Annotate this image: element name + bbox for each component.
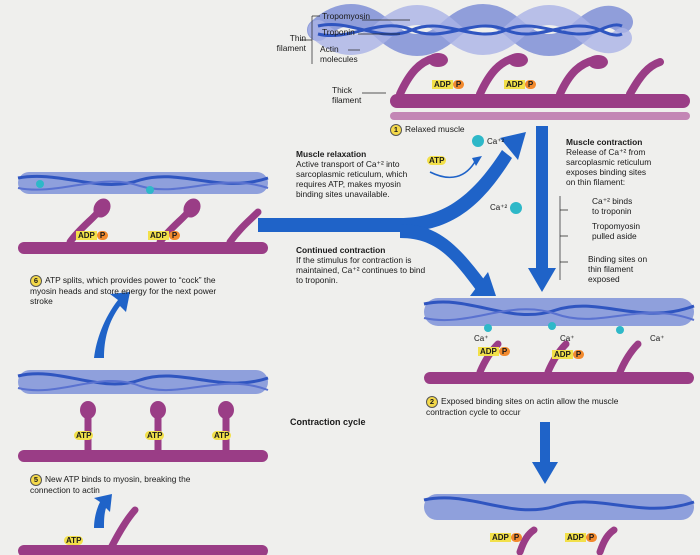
label-leaders <box>300 15 568 280</box>
badge-atp-step5-1: ATP <box>74 431 94 440</box>
badge-atp-step5-3: ATP <box>212 431 232 440</box>
p-badge: P <box>498 347 511 356</box>
step1-title: Relaxed muscle <box>405 124 465 135</box>
step5-text: New ATP binds to myosin, breaking the co… <box>30 474 191 495</box>
step6-thick-filament <box>18 198 268 254</box>
badge-atp-step5-2: ATP <box>145 431 165 440</box>
atp-relaxation-badge: ATP <box>427 156 447 165</box>
contraction-cycle-label: Contraction cycle <box>290 417 366 427</box>
p-badge: P <box>510 533 523 542</box>
badge-atp-bottom-left: ATP <box>64 536 84 545</box>
contraction-body: Release of Ca⁺² from sarcoplasmic reticu… <box>566 147 652 187</box>
top-thin-filament <box>307 4 633 56</box>
adp-text: ADP <box>552 350 573 359</box>
p-badge: P <box>452 80 465 89</box>
step4-partial-filament <box>18 506 268 555</box>
step2-text: Exposed binding sites on actin allow the… <box>426 396 619 417</box>
relaxation-title: Muscle relaxation <box>296 149 367 159</box>
step5-thick-filament <box>18 401 268 462</box>
continued-body: If the stimulus for contraction is maint… <box>296 255 426 285</box>
contraction-bullet-1: Ca⁺² binds to troponin <box>592 196 633 216</box>
label-troponin: Troponin <box>322 27 355 37</box>
step2-thin-filament <box>423 298 695 334</box>
adp-text: ADP <box>565 533 586 542</box>
continued-title: Continued contraction <box>296 245 386 255</box>
contraction-title: Muscle contraction <box>566 137 643 147</box>
p-badge: P <box>524 80 537 89</box>
calcium-ion-1 <box>472 135 484 147</box>
contraction-bullet-3: Binding sites on thin filament exposed <box>588 254 648 284</box>
bottom-right-filament <box>423 494 695 555</box>
step-number: 1 <box>390 124 402 136</box>
step6-thin-filament <box>17 172 269 194</box>
adp-text: ADP <box>478 347 499 356</box>
ca-return-arrow <box>429 159 477 179</box>
step2-thick-filament <box>424 340 694 384</box>
adp-text: ADP <box>432 80 453 89</box>
calcium-ion-2 <box>510 202 522 214</box>
label-thin-filament: Thin filament <box>276 33 306 53</box>
contraction-bullet-2: Tropomyosin pulled aside <box>592 221 641 241</box>
adp-text: ADP <box>76 231 97 240</box>
ca-return-arrowhead <box>472 156 482 166</box>
ca-step2-1: Ca⁺ <box>474 334 489 343</box>
label-tropomyosin: Tropomyosin <box>322 11 371 21</box>
ca-step2-2: Ca⁺ <box>560 334 575 343</box>
ca-label-1: Ca⁺² <box>487 137 505 146</box>
p-badge: P <box>96 231 109 240</box>
label-thick-filament: Thick filament <box>332 85 362 105</box>
adp-text: ADP <box>504 80 525 89</box>
label-actin-molecules: Actin molecules <box>320 44 358 64</box>
relaxation-body: Active transport of Ca⁺² into sarcoplasm… <box>296 159 408 199</box>
step5-thin-filament <box>17 370 269 394</box>
relaxed-muscle-filaments <box>390 53 690 120</box>
p-badge: P <box>168 231 181 240</box>
adp-text: ADP <box>148 231 169 240</box>
p-badge: P <box>585 533 598 542</box>
step-number: 2 <box>426 396 438 408</box>
ca-step2-3: Ca⁺ <box>650 334 665 343</box>
p-badge: P <box>572 350 585 359</box>
step6-text: ATP splits, which provides power to “coc… <box>30 275 217 306</box>
step-number: 5 <box>30 474 42 486</box>
cycle-arrows <box>94 126 558 528</box>
adp-text: ADP <box>490 533 511 542</box>
ca-label-2: Ca⁺² <box>490 203 508 212</box>
